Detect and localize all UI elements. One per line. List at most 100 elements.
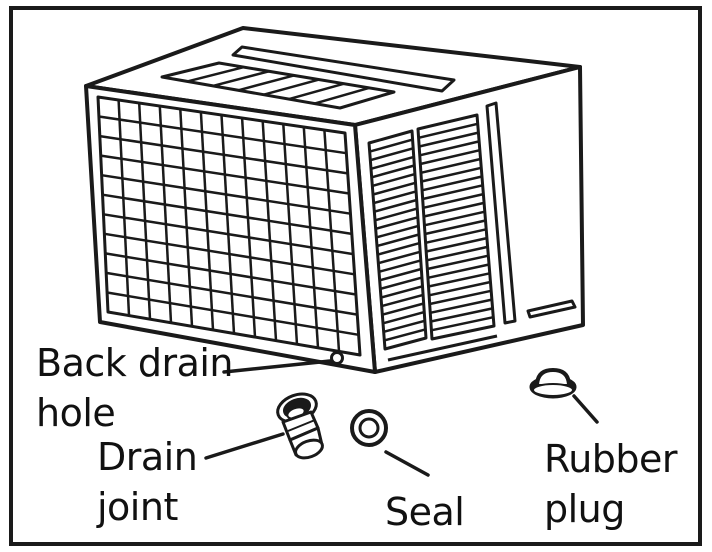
- louver-slat: [377, 250, 421, 265]
- louver-slat: [383, 328, 426, 342]
- louver-slat: [430, 298, 493, 315]
- louver-slat: [375, 224, 419, 239]
- top-vent-slat: [288, 82, 345, 101]
- grille-vertical-bar: [117, 99, 131, 316]
- top-vent-slat: [237, 74, 295, 92]
- rubber-plug-label: Rubber plug: [544, 434, 678, 534]
- louver-slat: [383, 319, 426, 334]
- louver-slat: [380, 285, 423, 299]
- side-louver-left-slats: [369, 138, 426, 342]
- louver-slat: [381, 302, 425, 316]
- seal-icon: [350, 409, 388, 447]
- front-grille: [98, 99, 359, 352]
- louver-slat: [418, 131, 479, 148]
- louver-slat: [420, 157, 481, 175]
- grille-vertical-bar: [261, 120, 278, 341]
- louver-slat: [418, 122, 478, 140]
- back-drain-hole-label-line2: hole: [36, 391, 116, 435]
- louver-slat: [426, 245, 488, 262]
- louver-slat: [371, 172, 416, 188]
- top-vent-slat: [187, 65, 245, 83]
- louver-slat: [430, 307, 493, 323]
- top-vent-slats: [187, 65, 370, 105]
- air-conditioner-unit: [84, 26, 585, 374]
- side-louver-right-slats: [418, 122, 494, 332]
- leader-lines: [204, 359, 599, 477]
- side-horizontal-slot: [526, 299, 577, 319]
- grille-horizontal-bar: [105, 271, 358, 316]
- louver-slat: [379, 276, 423, 291]
- louver-slat: [369, 147, 414, 162]
- louver-slat: [423, 201, 485, 218]
- rubber-plug-label-line2: plug: [544, 487, 625, 531]
- louver-slat: [372, 181, 416, 196]
- seal-label: Seal: [385, 490, 465, 534]
- grille-horizontal-bar: [101, 173, 351, 215]
- grille-vertical-bar: [158, 105, 173, 323]
- drain-joint-label-line1: Drain: [97, 435, 198, 479]
- grille-vertical-bar: [220, 114, 236, 334]
- louver-slat: [377, 241, 420, 256]
- top-vent-slat: [314, 86, 370, 105]
- drain-joint-icon: [276, 392, 324, 460]
- drain-joint-label: Drain joint: [97, 432, 198, 532]
- side-vertical-slot: [485, 101, 517, 325]
- louver-slat: [424, 210, 486, 227]
- grille-vertical-bar: [323, 129, 341, 352]
- back-drain-hole-label-line1: Back drain: [36, 341, 234, 385]
- leader-drain-joint: [204, 432, 285, 460]
- louver-slat: [381, 293, 424, 308]
- louver-slat: [427, 263, 490, 280]
- top-slot-bar: [231, 45, 456, 93]
- louver-slat: [428, 272, 491, 288]
- louver-slat: [379, 267, 422, 282]
- louver-slat: [425, 228, 487, 245]
- louver-slat: [423, 192, 484, 210]
- grille-vertical-bar: [282, 123, 299, 345]
- drain-joint-label-line2: joint: [97, 485, 178, 529]
- louver-slat: [374, 207, 418, 222]
- grille-horizontal-bar: [106, 291, 359, 337]
- grille-vertical-bar: [302, 126, 320, 348]
- grille-vertical-bar: [240, 117, 257, 338]
- louver-slat: [428, 280, 491, 297]
- leader-back-drain-hole: [222, 359, 332, 374]
- louver-slat: [369, 138, 413, 153]
- louver-slat: [376, 233, 420, 248]
- unit-bottom-edge: [387, 334, 498, 362]
- louver-slat: [419, 140, 480, 157]
- louver-slat: [371, 164, 415, 179]
- grille-vertical-bar: [137, 102, 152, 320]
- louver-slat: [373, 190, 417, 205]
- louver-slat: [422, 184, 483, 201]
- grille-horizontal-bar: [100, 154, 350, 195]
- grille-horizontal-bar: [105, 252, 357, 296]
- leader-seal: [384, 450, 430, 477]
- rubber-plug-label-line1: Rubber: [544, 437, 678, 481]
- louver-slat: [375, 216, 419, 231]
- grille-horizontal-bar: [103, 213, 354, 256]
- louver-slat: [429, 289, 492, 306]
- louver-slat: [427, 254, 489, 271]
- grille-vertical-bar: [179, 108, 194, 327]
- louver-slat: [431, 315, 494, 332]
- louver-slat: [373, 198, 418, 213]
- louver-slat: [420, 148, 481, 166]
- louver-slat: [378, 259, 422, 274]
- grille-horizontal-bar: [104, 232, 355, 276]
- back-drain-hole-icon: [330, 351, 344, 365]
- top-vent-slat: [263, 78, 320, 96]
- top-vent-slat: [212, 70, 270, 88]
- back-drain-hole-label: Back drain hole: [36, 338, 234, 438]
- louver-slat: [425, 236, 488, 253]
- grille-horizontal-bar: [98, 115, 347, 155]
- leader-rubber-plug: [572, 394, 599, 424]
- louver-slat: [382, 310, 425, 325]
- grille-vertical-bar: [199, 111, 215, 330]
- grille-horizontal-bar: [102, 193, 352, 236]
- louver-slat: [370, 155, 415, 171]
- louver-slat: [421, 175, 483, 192]
- louver-slat: [421, 166, 482, 183]
- rubber-plug-icon: [529, 368, 577, 399]
